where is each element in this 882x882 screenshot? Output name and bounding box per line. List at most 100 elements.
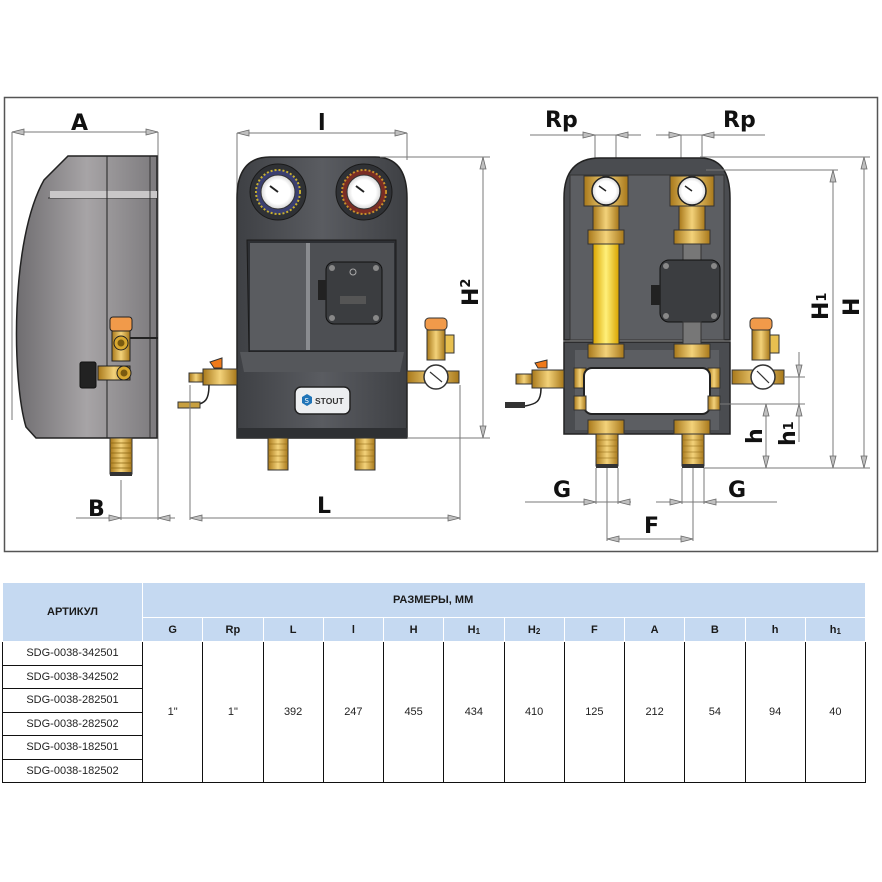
arrow-icon (860, 455, 868, 469)
column-header: Rp (202, 617, 264, 642)
front-view: l (177, 111, 490, 522)
pump-icon (651, 259, 721, 323)
dim-label-L: L (317, 494, 331, 519)
brand-label: STOUT (315, 396, 344, 406)
article-cell: SDG-0038-182501 (2, 735, 143, 760)
dim-label-G-right: G (728, 478, 746, 503)
arrow-icon (829, 455, 837, 469)
arrow-icon (701, 131, 715, 139)
arrow-icon (829, 169, 837, 183)
arrow-icon (157, 514, 171, 522)
dim-label-H: H (840, 298, 865, 316)
value-cell: 392 (262, 641, 324, 783)
column-header-label: F (591, 623, 598, 636)
column-header-label: B (710, 623, 719, 636)
column-header-label: L (289, 623, 297, 636)
arrow-icon (189, 514, 203, 522)
arrow-icon (479, 156, 487, 170)
value-cell: 247 (322, 641, 385, 783)
arrow-icon (606, 535, 620, 543)
value-cell: 54 (684, 641, 746, 783)
thermometer-icon (335, 163, 393, 221)
value-cell: 1" (202, 641, 264, 783)
pump-icon (318, 261, 383, 325)
table-row: SDG-0038-282502 (2, 711, 866, 736)
side-view: A B (11, 111, 175, 522)
arrow-icon (479, 425, 487, 439)
column-header-label: G (168, 623, 177, 636)
dim-label-Rp-right: Rp (723, 108, 756, 133)
dim-label-subscript: 2 (459, 279, 474, 288)
column-header: F (563, 617, 626, 642)
column-header-label: H (527, 623, 536, 636)
arrow-icon (762, 403, 770, 417)
pipe-connector (267, 437, 376, 471)
article-cell: SDG-0038-342502 (2, 664, 143, 689)
dimensions-group-header: РАЗМЕРЫ, ММ (142, 582, 866, 618)
column-header: B (684, 617, 746, 642)
value-cell: 125 (563, 641, 626, 783)
stout-logo-icon: S (302, 394, 312, 406)
column-header-label: l (351, 623, 355, 636)
arrow-icon (108, 514, 122, 522)
arrow-icon (703, 498, 717, 506)
table-row: SDG-0038-182501 (2, 735, 866, 760)
value-cell: 1" (141, 641, 204, 783)
article-cell: SDG-0038-182502 (2, 758, 143, 783)
arrow-icon (236, 129, 250, 137)
value-cell: 410 (503, 641, 565, 783)
arrow-icon (680, 535, 694, 543)
value-cell: 434 (443, 641, 505, 783)
arrow-icon (860, 156, 868, 170)
column-header-label: A (650, 623, 659, 636)
arrow-icon (795, 364, 803, 378)
arrow-icon (617, 498, 631, 506)
article-header: АРТИКУЛ (2, 582, 143, 642)
dim-label-H1: H1 (809, 293, 834, 320)
article-cell: SDG-0038-342501 (2, 641, 143, 666)
article-cell: SDG-0038-282502 (2, 711, 143, 736)
column-header: H1 (443, 617, 505, 642)
column-header-label: h (829, 623, 837, 636)
drawing-frame (3, 96, 879, 553)
value-cell: 455 (382, 641, 445, 783)
column-header-subscript: 1 (836, 626, 841, 636)
brand-badge: S STOUT (294, 386, 351, 415)
arrow-icon (669, 498, 683, 506)
value-cell: 94 (744, 641, 806, 783)
column-header: A (623, 617, 686, 642)
column-header: h (744, 617, 806, 642)
value-cell: 212 (623, 641, 686, 783)
arrow-icon (394, 129, 408, 137)
column-header-label: H (409, 623, 418, 636)
column-header-label: h (771, 623, 779, 636)
dim-label-h1: h1 (776, 421, 801, 446)
arrow-icon (11, 128, 25, 136)
column-header: G (141, 617, 204, 642)
column-header: h1 (804, 617, 867, 642)
arrow-icon (795, 403, 803, 417)
ball-valve-icon (177, 357, 238, 409)
safety-valve-icon (406, 317, 460, 390)
table-row: SDG-0038-282501 (2, 688, 866, 713)
arrow-icon (668, 131, 682, 139)
dim-label-h: h (743, 428, 768, 444)
svg-text:S: S (305, 397, 310, 405)
arrow-icon (145, 128, 159, 136)
arrow-icon (615, 131, 629, 139)
table-header-row: АРТИКУЛ РАЗМЕРЫ, ММ (2, 582, 866, 642)
column-header-label: H (467, 623, 476, 636)
arrow-icon (447, 514, 461, 522)
dim-label-subscript: 1 (782, 421, 797, 430)
column-header-subscript: 1 (475, 626, 481, 636)
column-header: H2 (503, 617, 565, 642)
column-header: l (322, 617, 385, 642)
dim-label-subscript: 1 (815, 293, 830, 302)
dim-label-Rp-left: Rp (545, 108, 578, 133)
column-header-label: Rp (225, 623, 241, 636)
thermometer-icon (249, 163, 307, 221)
article-cell: SDG-0038-282501 (2, 688, 143, 713)
